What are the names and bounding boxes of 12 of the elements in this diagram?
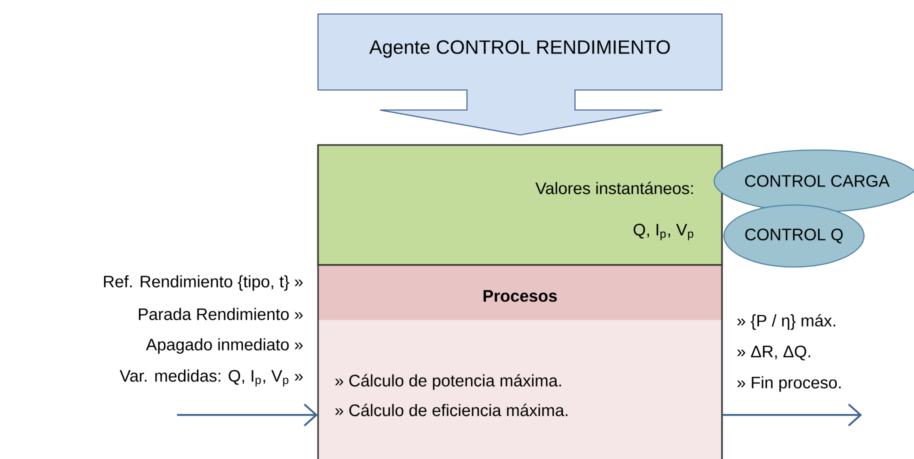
signal-label: Parada Rendimiento » <box>138 308 303 320</box>
signal-label: Ref. Rendimiento {tipo, t} » <box>104 275 303 291</box>
arrow <box>177 404 318 426</box>
signal-label: » {P / η} máx. <box>737 314 836 330</box>
signal-label: Apagado inmediato » <box>146 338 303 354</box>
signal-label: » ΔR, ΔQ. <box>737 346 810 360</box>
state-panel: Valores instantáneos: Q, I$_{p}$, V$_{p}$ <box>317 144 723 266</box>
node-label: Procesos <box>484 290 557 302</box>
process-panel: Procesos » Cálculo de potencia máxima. » Cálculo de eficiencia máxima. <box>317 264 723 459</box>
signal-label: » Fin proceso. <box>737 376 841 392</box>
arrow <box>722 404 862 426</box>
signal-label: Var. medidas: Q, I$_{p}$, V$_{p}$ » <box>120 370 303 386</box>
